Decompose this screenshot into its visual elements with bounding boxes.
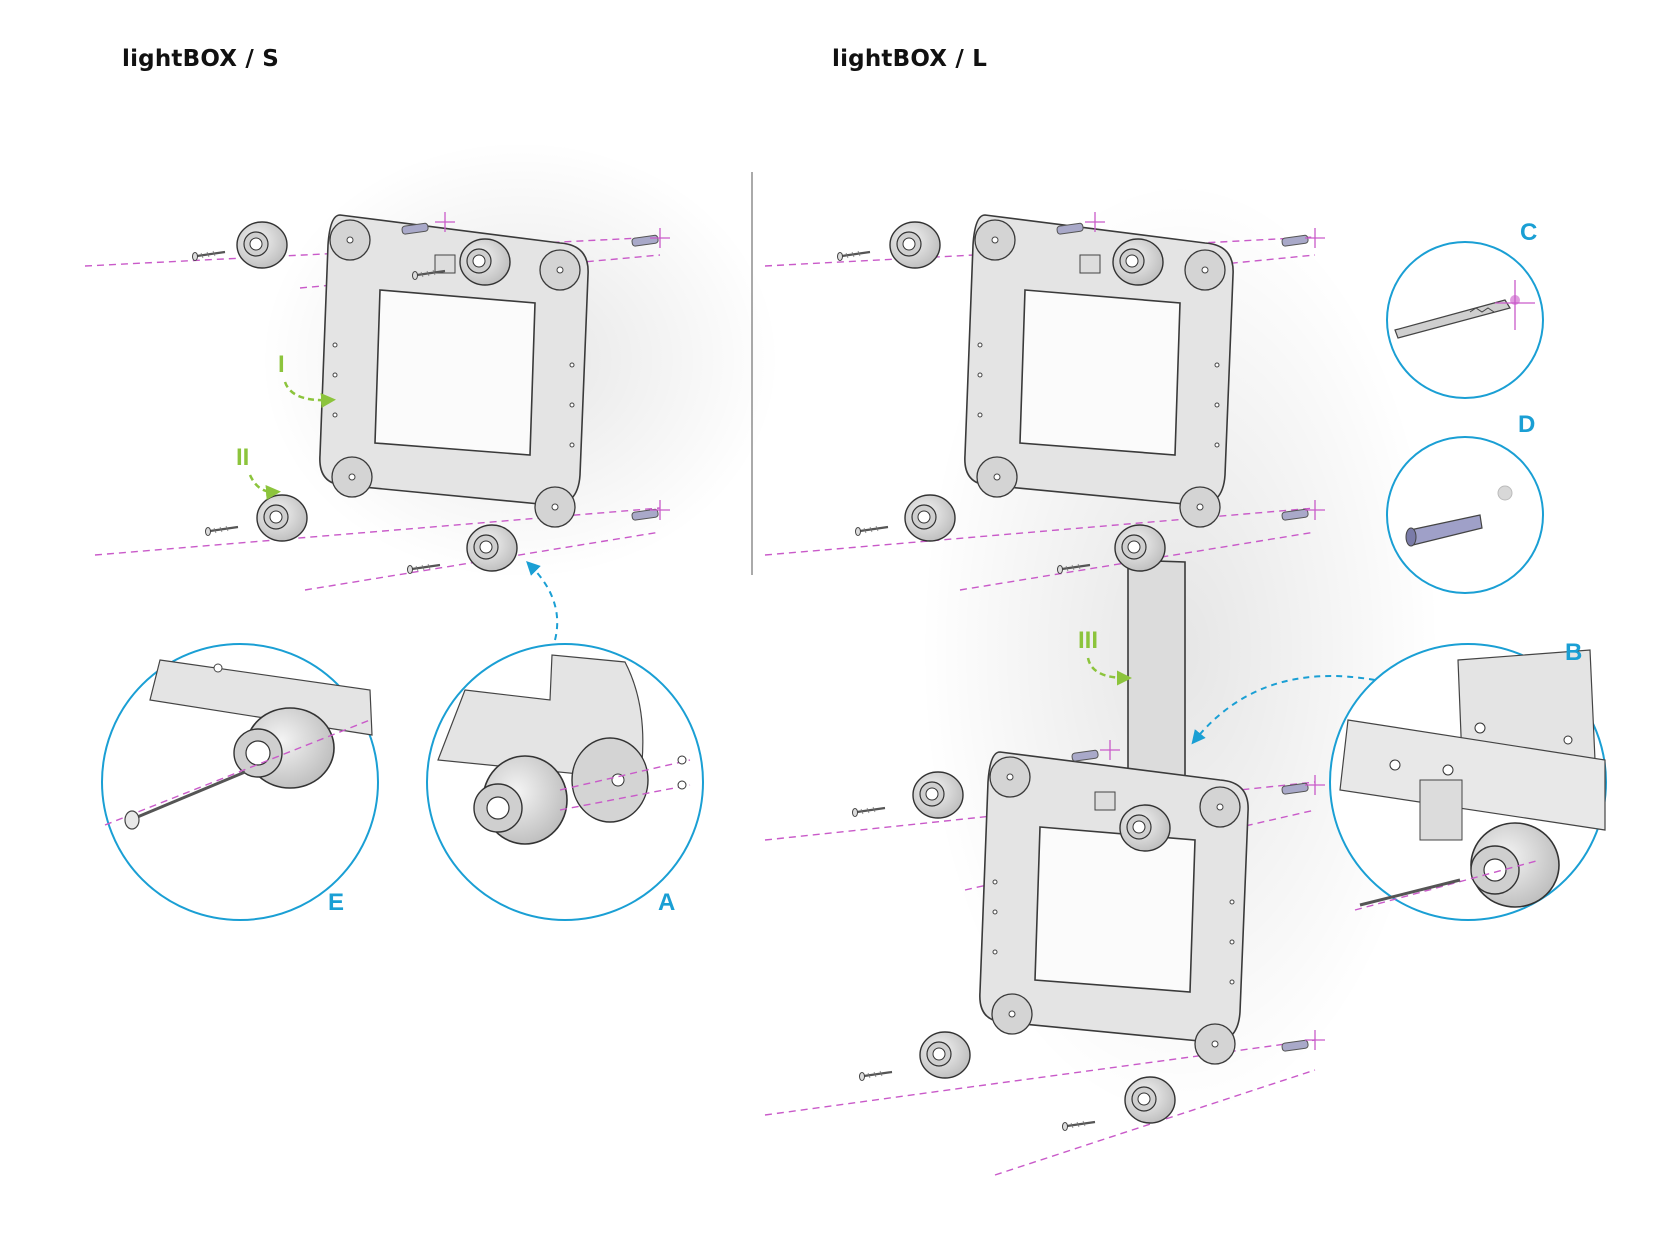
- spacer-icon: [912, 771, 964, 819]
- spacer-icon: [919, 1031, 971, 1079]
- step2-label: II: [236, 444, 249, 471]
- spacer-icon: [236, 221, 288, 269]
- detail-e-label: E: [328, 889, 344, 916]
- mounting-plate-icon: [319, 214, 589, 528]
- title-lightbox-s: lightBOX / S: [122, 46, 279, 72]
- detail-b-arrow: [1191, 675, 1376, 745]
- spacer-icon: [256, 494, 308, 542]
- detail-c-label: C: [1520, 219, 1537, 246]
- detail-d-label: D: [1518, 411, 1535, 438]
- guide-line: [764, 236, 1316, 267]
- spacer-icon: [1112, 238, 1164, 286]
- spacer-icon: [466, 524, 518, 572]
- screw-icon: [854, 524, 890, 537]
- spacer-icon: [889, 221, 941, 269]
- title-lightbox-l: lightBOX / L: [832, 46, 988, 72]
- step3-label: III: [1078, 627, 1098, 654]
- spacer-icon: [1119, 804, 1171, 852]
- detail-b-circle: [1329, 643, 1607, 921]
- spacer-icon: [904, 494, 956, 542]
- connector-bar-icon: [1127, 559, 1186, 779]
- right-assembly: III C D B: [764, 180, 1607, 1176]
- step2-arrow: [248, 474, 281, 501]
- detail-b-label: B: [1565, 639, 1582, 666]
- step1-arrow: [283, 381, 336, 408]
- guide-line: [764, 507, 1316, 556]
- detail-a-circle: [426, 643, 704, 921]
- left-assembly: I II E A: [84, 140, 780, 921]
- screw-icon: [1061, 1119, 1097, 1132]
- detail-a-label: A: [658, 889, 675, 916]
- step1-label: I: [278, 351, 285, 378]
- mounting-plate-upper-icon: [964, 214, 1234, 528]
- detail-d-circle: [1386, 436, 1544, 594]
- spacer-icon: [1124, 1076, 1176, 1124]
- screw-icon: [836, 249, 872, 262]
- screw-icon: [858, 1069, 894, 1082]
- spacer-icon: [459, 238, 511, 286]
- screw-icon: [204, 524, 240, 537]
- screw-icon: [851, 805, 887, 818]
- step3-arrow: [1086, 657, 1132, 686]
- spacer-icon: [1114, 524, 1166, 572]
- mounting-plate-lower-icon: [979, 751, 1249, 1065]
- screw-icon: [406, 562, 442, 575]
- detail-c-circle: [1386, 241, 1544, 399]
- detail-e-circle: [101, 643, 379, 921]
